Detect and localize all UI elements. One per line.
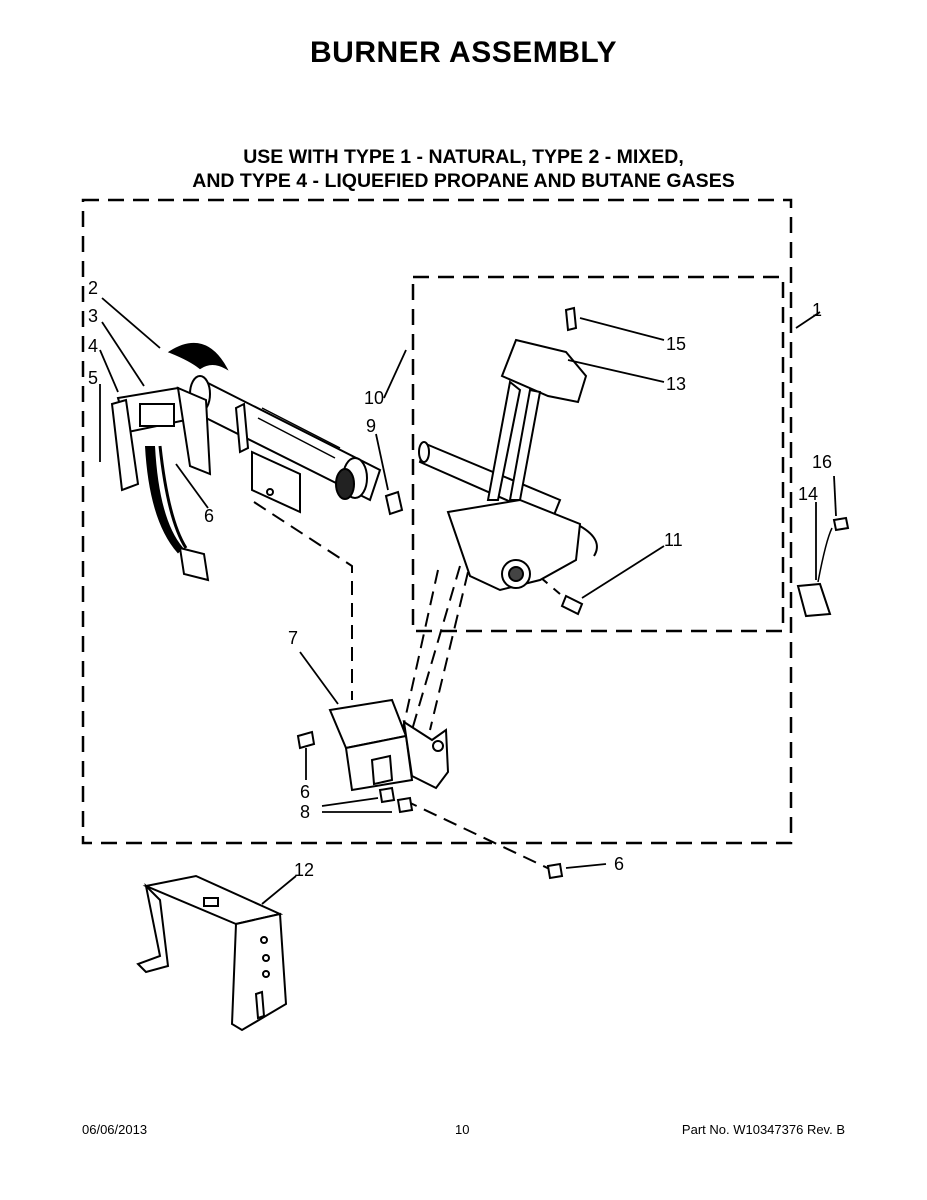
callout-leaders <box>99 297 837 905</box>
burner-bracket-part <box>296 698 564 880</box>
wire-clamp-bracket <box>796 516 850 618</box>
callout-7: 7 <box>288 628 298 648</box>
callout-10: 10 <box>364 388 384 408</box>
callout-6-bottom: 6 <box>300 782 310 802</box>
callout-5: 5 <box>88 368 98 388</box>
callout-12: 12 <box>294 860 314 880</box>
callout-9: 9 <box>366 416 376 436</box>
callout-4: 4 <box>88 336 98 356</box>
small-fasteners <box>384 306 578 516</box>
callout-2: 2 <box>88 278 98 298</box>
callout-6-left: 6 <box>204 506 214 526</box>
subtitle-line-1: USE WITH TYPE 1 - NATURAL, TYPE 2 - MIXE… <box>243 146 684 168</box>
page-title: BURNER ASSEMBLY <box>310 36 617 69</box>
callout-6-right: 6 <box>614 854 624 874</box>
ignitor-plate <box>251 450 301 514</box>
gas-valve-part <box>418 338 598 616</box>
footer-part-number: Part No. W10347376 Rev. B <box>681 1122 845 1137</box>
callout-8: 8 <box>300 802 310 822</box>
callout-1: 1 <box>812 300 822 320</box>
valve-assembly-boundary <box>411 275 785 633</box>
mounting-bracket-part <box>136 874 288 1032</box>
footer-page-number: 10 <box>455 1122 470 1137</box>
outer-assembly-boundary <box>81 198 793 845</box>
callout-14: 14 <box>798 484 818 504</box>
flame-sensor-bracket <box>110 386 212 582</box>
callout-16: 16 <box>812 452 832 472</box>
footer-date: 06/06/2013 <box>82 1122 148 1137</box>
callout-11: 11 <box>664 530 683 550</box>
callout-15: 15 <box>666 334 686 354</box>
subtitle-line-2: AND TYPE 4 - LIQUEFIED PROPANE AND BUTAN… <box>192 170 735 192</box>
burner-tube-part <box>167 343 382 502</box>
callout-13: 13 <box>666 374 686 394</box>
callout-3: 3 <box>88 306 98 326</box>
